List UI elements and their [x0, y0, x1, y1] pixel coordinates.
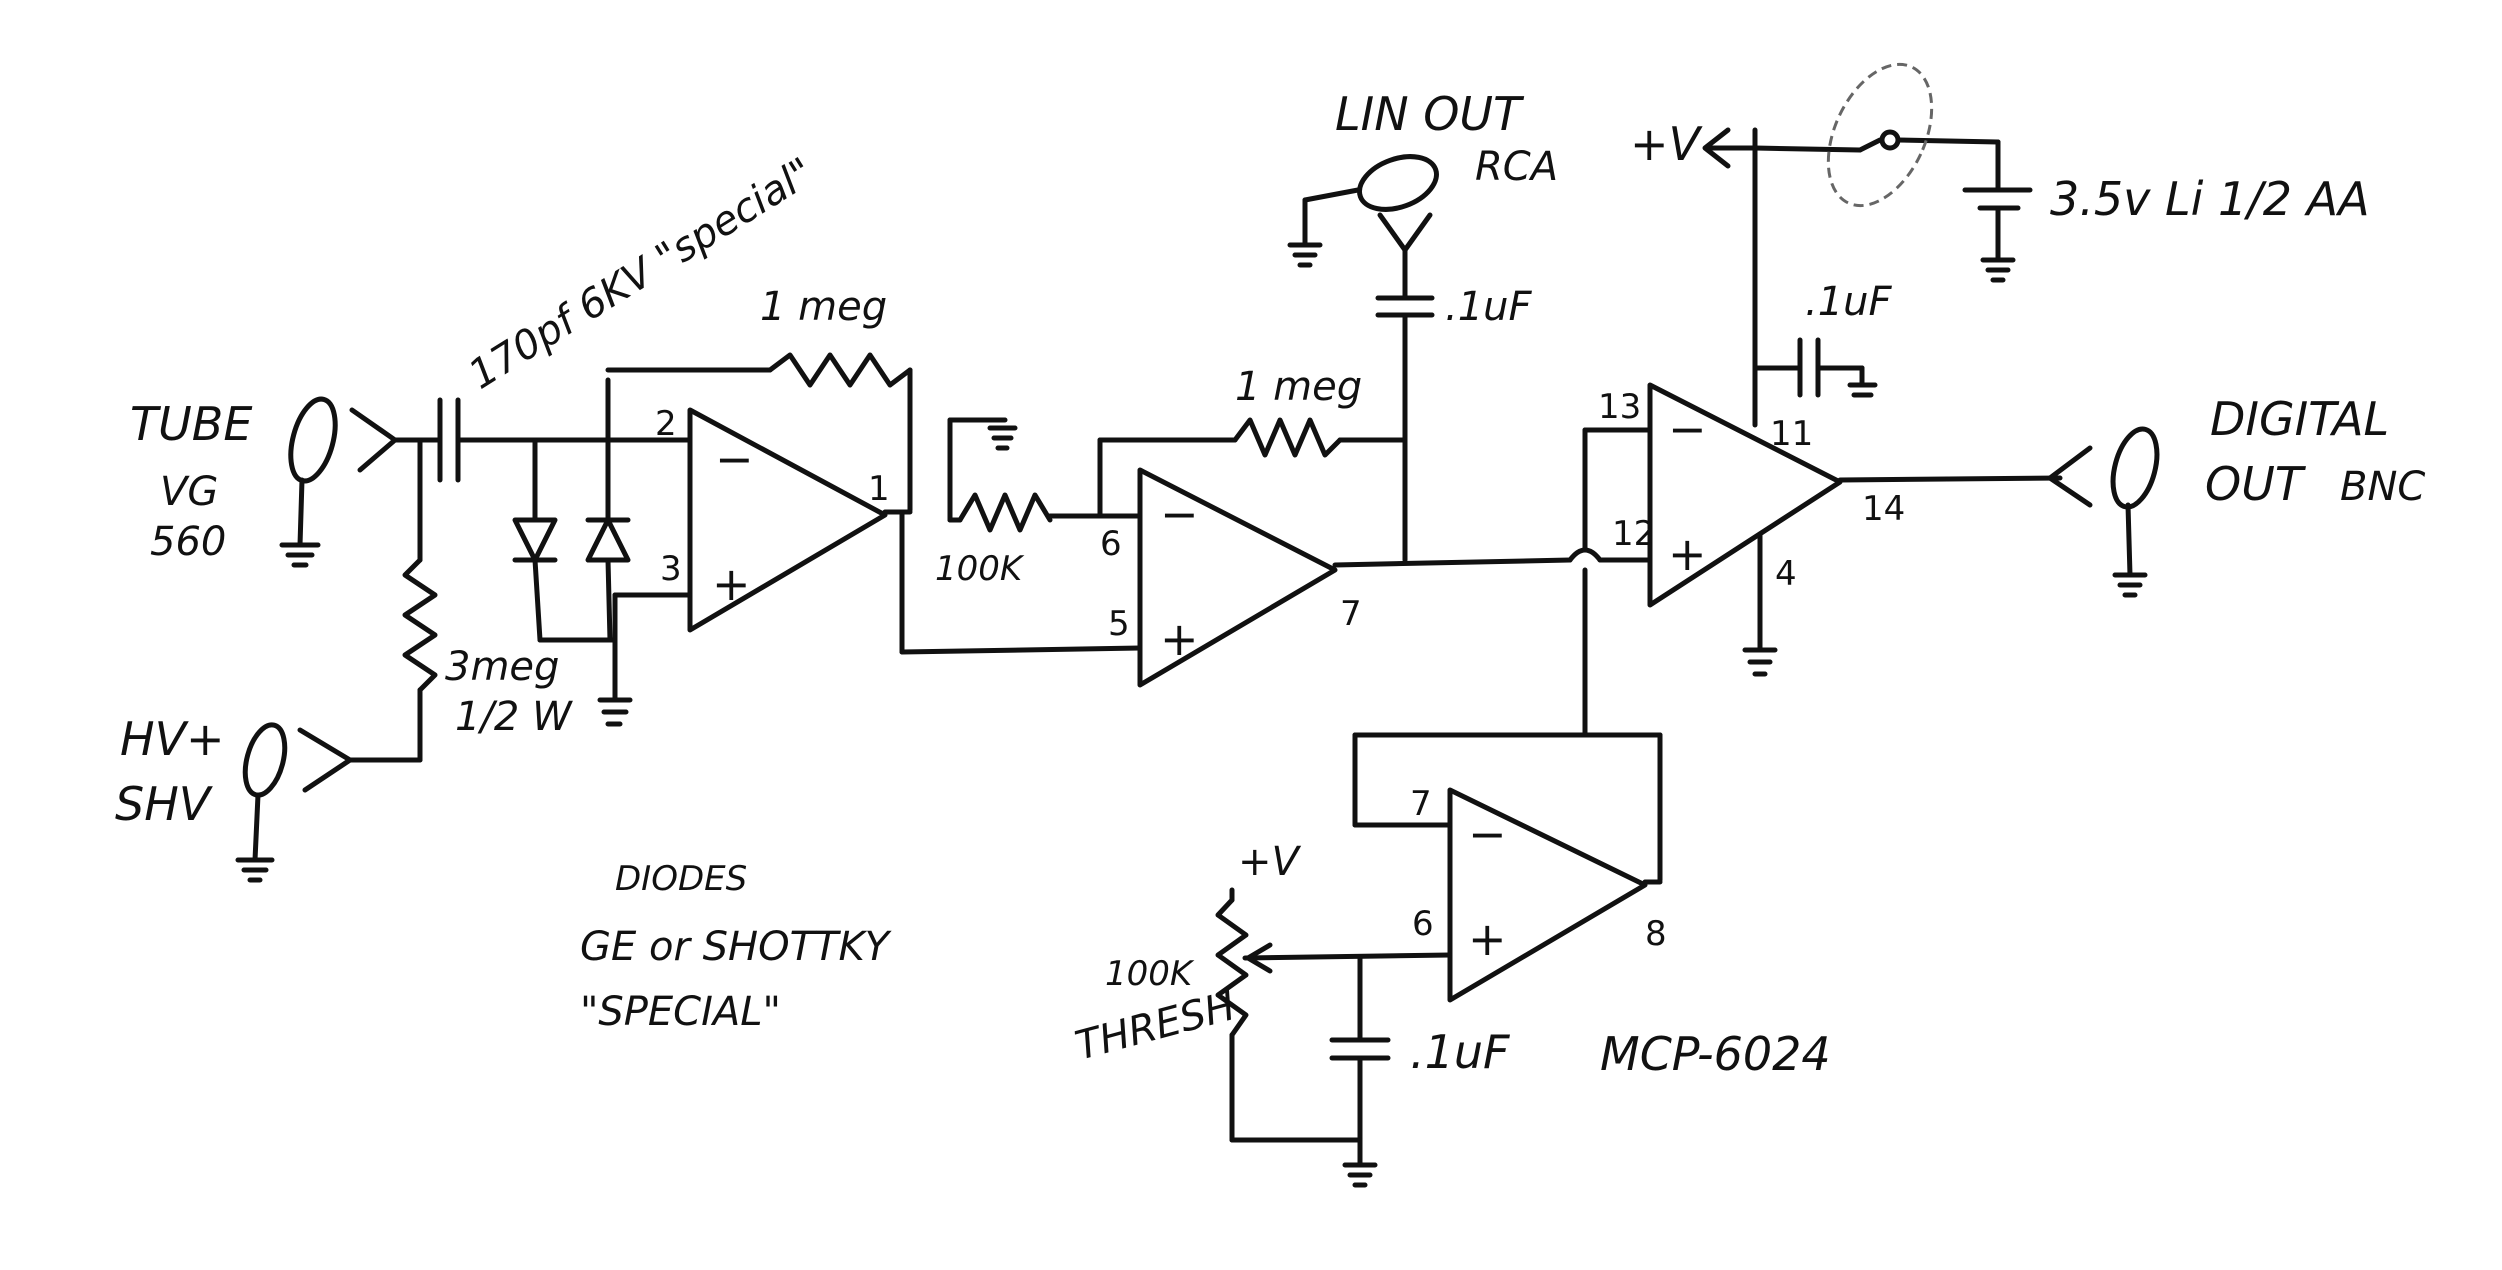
wire-to-u3	[1567, 427, 1653, 738]
hv-resistor-label-1: 3meg	[445, 644, 559, 690]
lin-out-label-2: RCA	[1475, 144, 1558, 190]
u3-pin-14: 14	[1862, 489, 1905, 529]
u1-minus: −	[715, 432, 754, 486]
u2-pin-5: 5	[1108, 604, 1130, 644]
u3-pin-4: 4	[1775, 554, 1797, 594]
hv-label-1: HV+	[120, 712, 225, 766]
chip-label: MCP-6024	[1600, 1027, 1831, 1081]
u1-plus: +	[712, 557, 751, 611]
power-supply	[1702, 127, 2033, 283]
u3-pin-12: 12	[1612, 514, 1655, 554]
feedback-resistor-1-label: 1 meg	[760, 284, 887, 330]
resistor-100k	[947, 417, 1143, 533]
u2-minus: −	[1160, 487, 1199, 541]
opamp-u3	[1647, 127, 2063, 677]
hv-resistor-label-2: 1/2 W	[455, 694, 573, 740]
u2-output-node	[1332, 212, 1573, 568]
supply-cap-label: .1uF	[1805, 279, 1893, 325]
u3-pin-13: 13	[1598, 387, 1641, 427]
tube-connector	[279, 396, 398, 568]
u4-pin-8: 8	[1645, 914, 1667, 954]
u3-plus: +	[1668, 527, 1707, 581]
u4-pin-6: 6	[1412, 904, 1434, 944]
diodes-label-1: DIODES	[615, 859, 747, 899]
plus-v-supply-label: +V	[1630, 117, 1704, 171]
lin-out-label-1: LIN OUT	[1335, 87, 1525, 141]
tube-label-2: VG	[160, 469, 218, 515]
lin-cap-label: .1uF	[1445, 284, 1533, 330]
u1-pin-2: 2	[655, 404, 677, 444]
thresh-cap-label: .1uF	[1410, 1025, 1510, 1079]
protection-diodes	[512, 377, 633, 727]
u2-plus: +	[1160, 612, 1199, 666]
opamp-u4	[1229, 732, 1663, 1188]
hv-connector	[235, 722, 353, 883]
u4-minus: −	[1468, 807, 1507, 861]
tube-label-1: TUBE	[130, 397, 252, 451]
u3-pin-11: 11	[1770, 414, 1813, 454]
digital-out-bnc-connector	[2047, 426, 2160, 598]
diodes-label-2: GE or SHOTTKY	[580, 924, 893, 970]
u1-pin-1: 1	[868, 469, 890, 509]
u2-pin-7: 7	[1340, 594, 1362, 634]
wire-u1-to-u2	[899, 509, 1143, 655]
input-capacitor	[392, 397, 693, 483]
lin-out-rca-connector	[1287, 154, 1439, 268]
plus-v-pot-label: +V	[1238, 839, 1302, 885]
pot-label-1: 100K	[1105, 954, 1195, 994]
digital-out-label-3: BNC	[2340, 464, 2425, 510]
u4-plus: +	[1468, 912, 1507, 966]
opamp-u1	[605, 352, 913, 643]
input-capacitor-label: 170pf 6KV "special"	[461, 149, 822, 398]
u3-minus: −	[1668, 402, 1707, 456]
hv-resistor	[347, 437, 438, 763]
diodes-label-3: "SPECIAL"	[580, 989, 781, 1035]
u4-pin-7: 7	[1410, 784, 1432, 824]
threshold-potentiometer	[1215, 887, 1273, 1038]
resistor-100k-label: 100K	[935, 549, 1025, 589]
u1-pin-3: 3	[660, 549, 682, 589]
hv-label-2: SHV	[115, 777, 214, 831]
opamp-u2	[1097, 417, 1408, 688]
tube-label-3: 560	[150, 519, 226, 565]
digital-out-label-2: OUT	[2205, 457, 2307, 511]
battery-label: 3.5v Li 1/2 AA	[2050, 172, 2370, 226]
digital-out-label-1: DIGITAL	[2210, 392, 2389, 446]
u2-pin-6: 6	[1100, 524, 1122, 564]
power-switch	[1826, 62, 1934, 208]
feedback-resistor-2-label: 1 meg	[1235, 364, 1362, 410]
pot-label-2: THRESH	[1071, 983, 1240, 1070]
